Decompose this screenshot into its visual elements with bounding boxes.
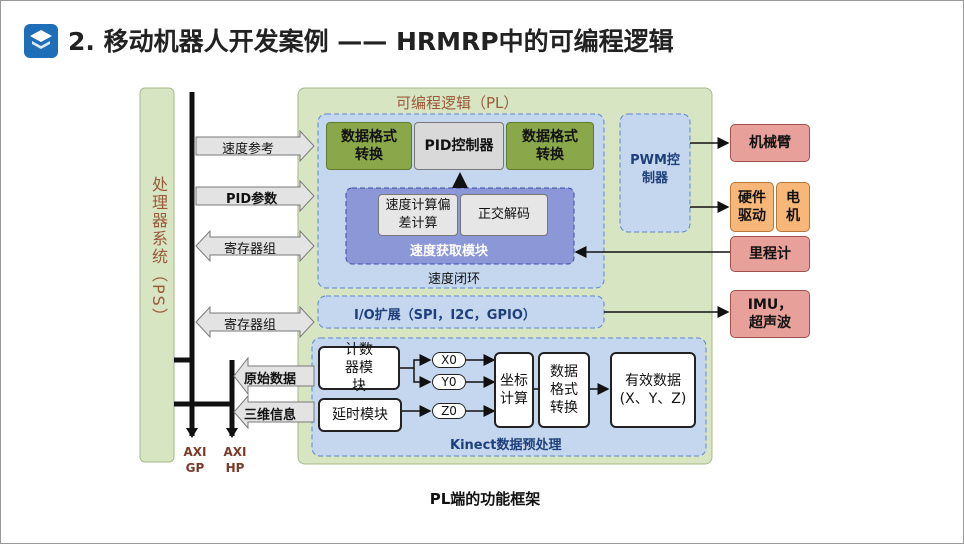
delay-module-block: 延时模块: [318, 398, 402, 432]
hw-driver-block: 硬件驱动: [730, 182, 774, 232]
odometer-block: 里程计: [730, 236, 810, 272]
ps-label: 处理器系统（PS）: [149, 176, 168, 326]
speed-loop-label: 速度闭环: [428, 272, 481, 287]
imu-block: IMU，超声波: [730, 290, 810, 338]
pl-label: 可编程逻辑（PL）: [396, 94, 519, 112]
axi-gp-arrow-icon: [186, 428, 198, 438]
z0-node: Z0: [432, 403, 466, 419]
page-title: 2. 移动机器人开发案例 —— HRMRP中的可编程逻辑: [68, 27, 674, 56]
speed-calc-block: 速度计算偏差计算: [378, 194, 458, 236]
axi-hp-label: AXI HP: [223, 445, 247, 475]
counter-to-y0-arrow: [413, 368, 432, 388]
speed-ref-arrow: [195, 129, 315, 163]
speed-ref-label: 速度参考: [222, 142, 275, 157]
kinect-label: Kinect数据预处理: [450, 438, 562, 453]
raw-data-label: 原始数据: [244, 372, 297, 387]
pid-params-arrow: [195, 179, 315, 213]
pid-controller-block: PID控制器: [414, 122, 504, 170]
motor-block: 电机: [776, 182, 810, 232]
registers-2-label: 寄存器组: [224, 318, 277, 333]
stack-logo-glyph: [30, 30, 52, 49]
y0-node: Y0: [432, 374, 466, 390]
ps-region: [139, 87, 175, 463]
speed-module-label: 速度获取模块: [410, 244, 489, 259]
figure-caption: PL端的功能框架: [429, 490, 541, 508]
stack-logo-icon: [24, 24, 58, 58]
counter-module-block: 计数器模块: [318, 342, 400, 394]
three-d-info-arrow: [233, 394, 315, 430]
three-d-info-label: 三维信息: [244, 408, 297, 423]
axi-gp-label: AXI GP: [183, 445, 207, 475]
valid-data-block: 有效数据(X、Y、Z): [610, 352, 696, 428]
data-convert-1-block: 数据格式转换: [326, 122, 412, 170]
registers-1-arrow: [195, 229, 315, 263]
registers-2-arrow: [195, 305, 315, 339]
pwm-controller-label: PWM控制器: [630, 153, 680, 186]
kinect-convert-block: 数据格式转换: [538, 352, 590, 428]
x0-node: X0: [432, 352, 466, 368]
pid-params-label: PID参数: [226, 192, 278, 207]
registers-1-label: 寄存器组: [224, 242, 277, 257]
quad-decode-block: 正交解码: [460, 194, 548, 236]
pwm-region: [619, 113, 691, 233]
axi-hp-arrow-icon: [226, 428, 238, 438]
counter-to-x0-arrow: [400, 354, 432, 369]
arm-block: 机械臂: [730, 124, 810, 162]
raw-data-arrow: [233, 356, 315, 396]
coord-calc-block: 坐标计算: [494, 352, 534, 428]
data-convert-2-block: 数据格式转换: [506, 122, 594, 170]
io-ext-label: I/O扩展（SPI，I2C，GPIO）: [354, 308, 536, 323]
